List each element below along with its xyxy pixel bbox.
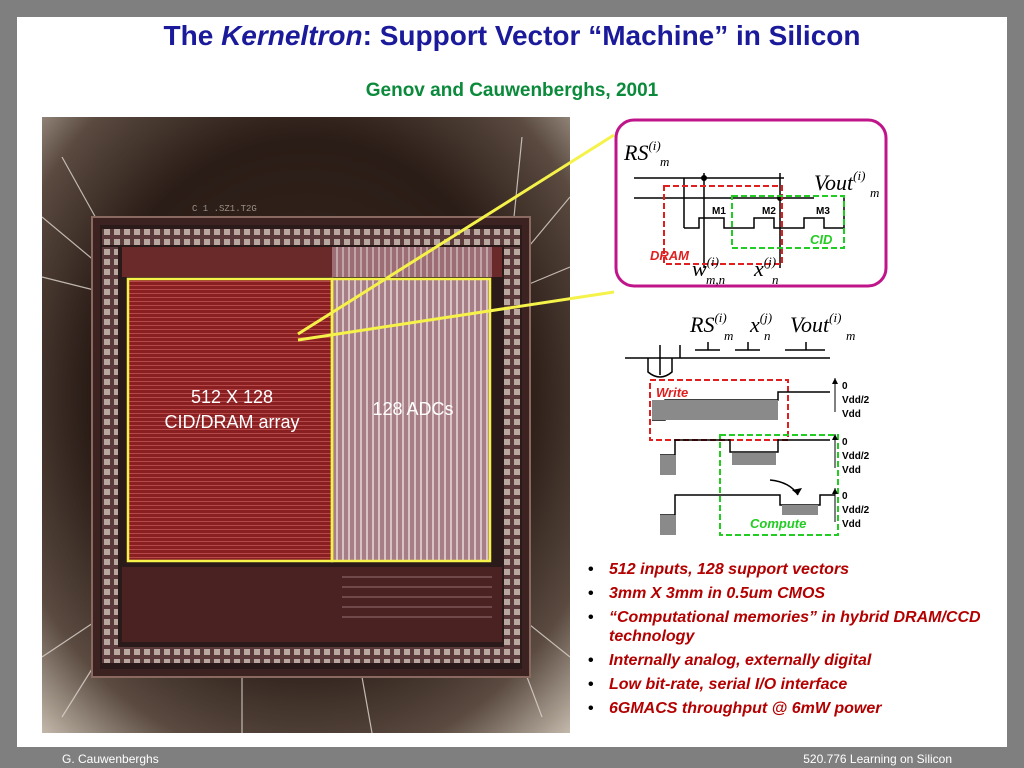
- svg-text:Compute: Compute: [750, 516, 806, 531]
- bullet-dot-icon: •: [588, 585, 594, 602]
- timing-diagram: RS(i) m x(j) n Vout(i) m Write: [620, 300, 890, 545]
- array-label-line2: CID/DRAM array: [164, 412, 299, 432]
- array-label-line1: 512 X 128: [191, 387, 273, 407]
- svg-text:x(j): x(j): [749, 310, 772, 337]
- slide-title: The Kerneltron: Support Vector “Machine”…: [163, 20, 861, 51]
- bullet-dot-icon: •: [588, 676, 594, 693]
- svg-text:Vdd/2: Vdd/2: [842, 505, 870, 516]
- svg-text:DRAM: DRAM: [650, 248, 690, 263]
- svg-text:m,n: m,n: [706, 272, 725, 287]
- bullet-dot-icon: •: [588, 609, 594, 626]
- svg-text:M2: M2: [762, 206, 776, 217]
- slide-footer: G. Cauwenberghs 520.776 Learning on Sili…: [0, 748, 1024, 768]
- svg-text:M1: M1: [712, 206, 726, 217]
- bullet-item: •Low bit-rate, serial I/O interface: [588, 676, 848, 693]
- svg-text:Vdd/2: Vdd/2: [842, 451, 870, 462]
- adc-highlight-box: [330, 277, 492, 563]
- svg-text:Vout(i): Vout(i): [790, 310, 841, 337]
- svg-text:M3: M3: [816, 206, 830, 217]
- svg-text:Vdd/2: Vdd/2: [842, 395, 870, 406]
- footer-course: 520.776 Learning on Silicon: [803, 752, 952, 766]
- svg-text:Vdd: Vdd: [842, 519, 861, 530]
- svg-text:Vdd: Vdd: [842, 465, 861, 476]
- bullet-item: •6GMACS throughput @ 6mW power: [588, 700, 882, 717]
- svg-text:RS(i): RS(i): [623, 138, 661, 165]
- bullet-dot-icon: •: [588, 561, 594, 578]
- svg-text:Vout(i): Vout(i): [814, 168, 865, 195]
- bullet-item: •“Computational memories” in hybrid DRAM…: [588, 609, 981, 645]
- svg-text:m: m: [724, 328, 733, 343]
- slide-subtitle: Genov and Cauwenberghs, 2001: [365, 80, 659, 101]
- bullet-item: •Internally analog, externally digital: [588, 652, 872, 669]
- svg-text:Vdd: Vdd: [842, 409, 861, 420]
- bullet-dot-icon: •: [588, 700, 594, 717]
- svg-text:0: 0: [842, 491, 848, 502]
- die-marking: C 1 .SZ1.T2G: [192, 204, 257, 214]
- feature-bullet-list: •512 inputs, 128 support vectors •3mm X …: [583, 560, 993, 723]
- svg-text:CID: CID: [810, 232, 833, 247]
- footer-author: G. Cauwenberghs: [62, 752, 159, 766]
- svg-text:n: n: [764, 328, 771, 343]
- svg-text:m: m: [660, 154, 669, 169]
- svg-text:RS(i): RS(i): [689, 310, 727, 337]
- svg-text:m: m: [870, 185, 879, 200]
- bullet-item: •3mm X 3mm in 0.5um CMOS: [588, 585, 826, 602]
- svg-text:Write: Write: [656, 385, 688, 400]
- die-photo: C 1 .SZ1.T2G 512 X 128 CID/DRAM array 12…: [42, 117, 570, 733]
- svg-text:0: 0: [842, 437, 848, 448]
- bullet-dot-icon: •: [588, 652, 594, 669]
- svg-text:x(j): x(j): [753, 254, 776, 281]
- svg-text:n: n: [772, 272, 779, 287]
- cell-circuit-diagram: RS(i) m Vout(i) m M1 M2 M3 CID DRAM w(i)…: [614, 118, 888, 288]
- svg-text:0: 0: [842, 381, 848, 392]
- svg-text:w(i): w(i): [692, 254, 719, 281]
- bullet-item: •512 inputs, 128 support vectors: [588, 561, 850, 578]
- svg-text:m: m: [846, 328, 855, 343]
- adc-label: 128 ADCs: [372, 399, 453, 419]
